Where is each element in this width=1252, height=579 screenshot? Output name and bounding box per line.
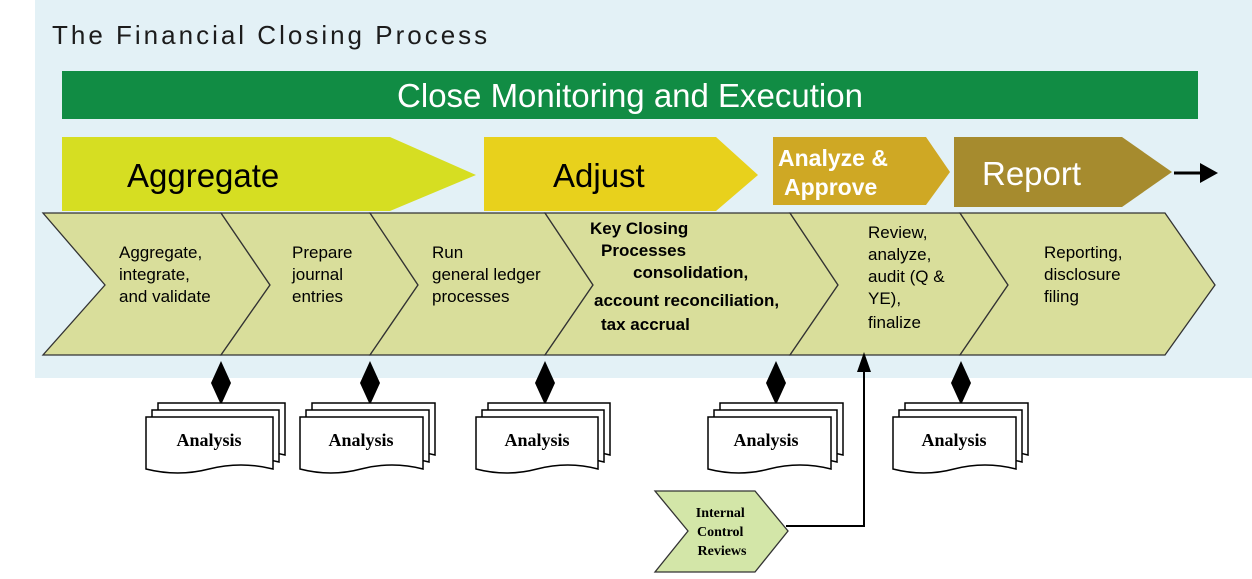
analysis-doc-front-5 (892, 416, 1017, 474)
analysis-doc-front-3 (475, 416, 599, 474)
analysis-doc-front-4 (707, 416, 832, 474)
analysis-label-4: Analysis (733, 430, 798, 450)
step-6-text: Reporting, disclosure filing (1044, 243, 1127, 306)
close-monitoring-banner-label: Close Monitoring and Execution (397, 77, 863, 114)
diamond-connector-5 (951, 361, 971, 405)
analysis-group-5: Analysis (892, 361, 1029, 474)
step-1-text: Aggregate, integrate, and validate (119, 243, 211, 306)
analysis-doc-front-1 (145, 416, 274, 474)
phase-analyze-approve-line2: Approve (784, 174, 877, 200)
diamond-connector-1 (211, 361, 231, 405)
report-output-arrowhead (1200, 163, 1218, 183)
phase-analyze-approve-line1: Analyze & (778, 145, 888, 171)
phase-report-label: Report (982, 155, 1081, 192)
phase-aggregate-arrow (62, 137, 476, 211)
phase-aggregate-label: Aggregate (127, 157, 279, 194)
analysis-group-2: Analysis (299, 361, 436, 474)
internal-control-reviews-text: Internal Control Reviews (696, 506, 749, 559)
phase-report-arrow (954, 137, 1172, 207)
internal-control-connector-line (786, 368, 865, 527)
analysis-group-4: Analysis (707, 361, 844, 474)
diamond-connector-4 (766, 361, 786, 405)
analysis-group-1: Analysis (145, 361, 286, 474)
internal-control-connector-arrowhead (857, 352, 871, 372)
diamond-connector-2 (360, 361, 380, 405)
analysis-label-2: Analysis (328, 430, 393, 450)
phase-analyze-approve-arrow (773, 137, 950, 205)
analysis-label-1: Analysis (176, 430, 241, 450)
diamond-connector-3 (535, 361, 555, 405)
close-monitoring-banner (62, 71, 1198, 119)
step-4-text: Key Closing Processes consolidation, acc… (590, 219, 784, 334)
phase-adjust-arrow (484, 137, 758, 211)
diagram-title: The Financial Closing Process (52, 20, 490, 50)
analysis-doc-front-2 (299, 416, 424, 474)
step-5-text: Review, analyze, audit (Q & YE), finaliz… (868, 223, 949, 332)
step-chevron-6 (958, 212, 1216, 356)
analysis-label-5: Analysis (921, 430, 986, 450)
analysis-group-3: Analysis (475, 361, 611, 474)
step-3-text: Run general ledger processes (432, 243, 545, 306)
step-2-text: Prepare journal entries (291, 243, 357, 306)
analysis-label-3: Analysis (504, 430, 569, 450)
internal-control-reviews-shape (653, 490, 789, 573)
phase-adjust-label: Adjust (553, 157, 645, 194)
